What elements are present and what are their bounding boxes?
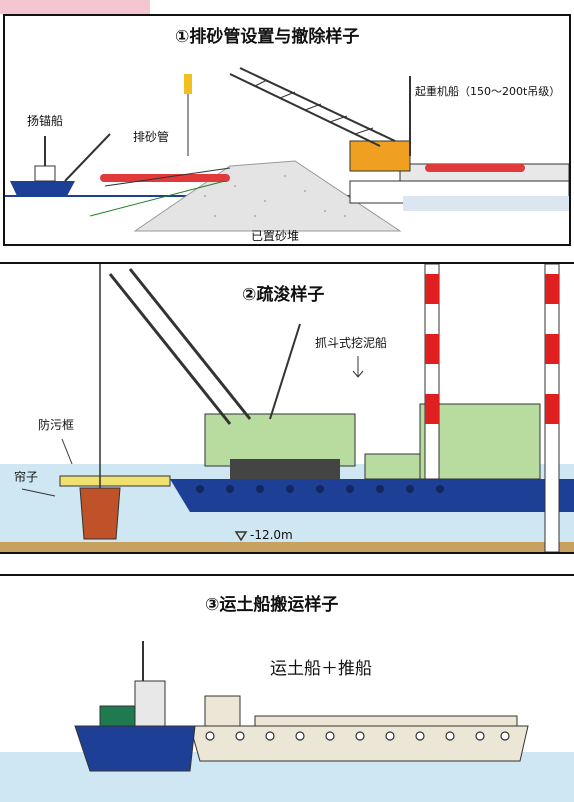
panel-pipe-installation: ①排砂管设置与撤除样子 扬锚船 排砂管 起重机船（150～200t吊级） 已置砂… <box>3 14 571 246</box>
silt-frame-label: 防污框 <box>38 418 75 432</box>
vessels-label: 运土船＋推船 <box>270 659 372 679</box>
panel2-title: ②疏浚样子 <box>242 285 325 305</box>
crane-ship-label: 起重机船（150～200t吊级） <box>415 85 561 98</box>
panel-dredging: ②疏浚样子 抓斗式挖泥船 防污框 帘子 -12.0m <box>0 262 574 554</box>
panel1-title: ①排砂管设置与撤除样子 <box>175 27 360 47</box>
grab-dredger-label: 抓斗式挖泥船 <box>315 336 388 350</box>
panel1-illustration <box>5 67 569 232</box>
sand-pile-label: 已置砂堆 <box>251 229 300 243</box>
anchor-boat-label: 扬锚船 <box>27 114 64 128</box>
panel2-illustration <box>0 264 574 552</box>
depth-label: -12.0m <box>250 528 293 542</box>
top-pink-tab <box>0 0 150 14</box>
panel-soil-transport: ③运土船搬运样子 运土船＋推船 <box>0 574 574 802</box>
curtain-label: 帘子 <box>14 470 39 484</box>
panel3-title: ③运土船搬运样子 <box>205 595 339 615</box>
sand-pipe-label: 排砂管 <box>133 130 170 144</box>
panel3-illustration <box>0 641 574 802</box>
